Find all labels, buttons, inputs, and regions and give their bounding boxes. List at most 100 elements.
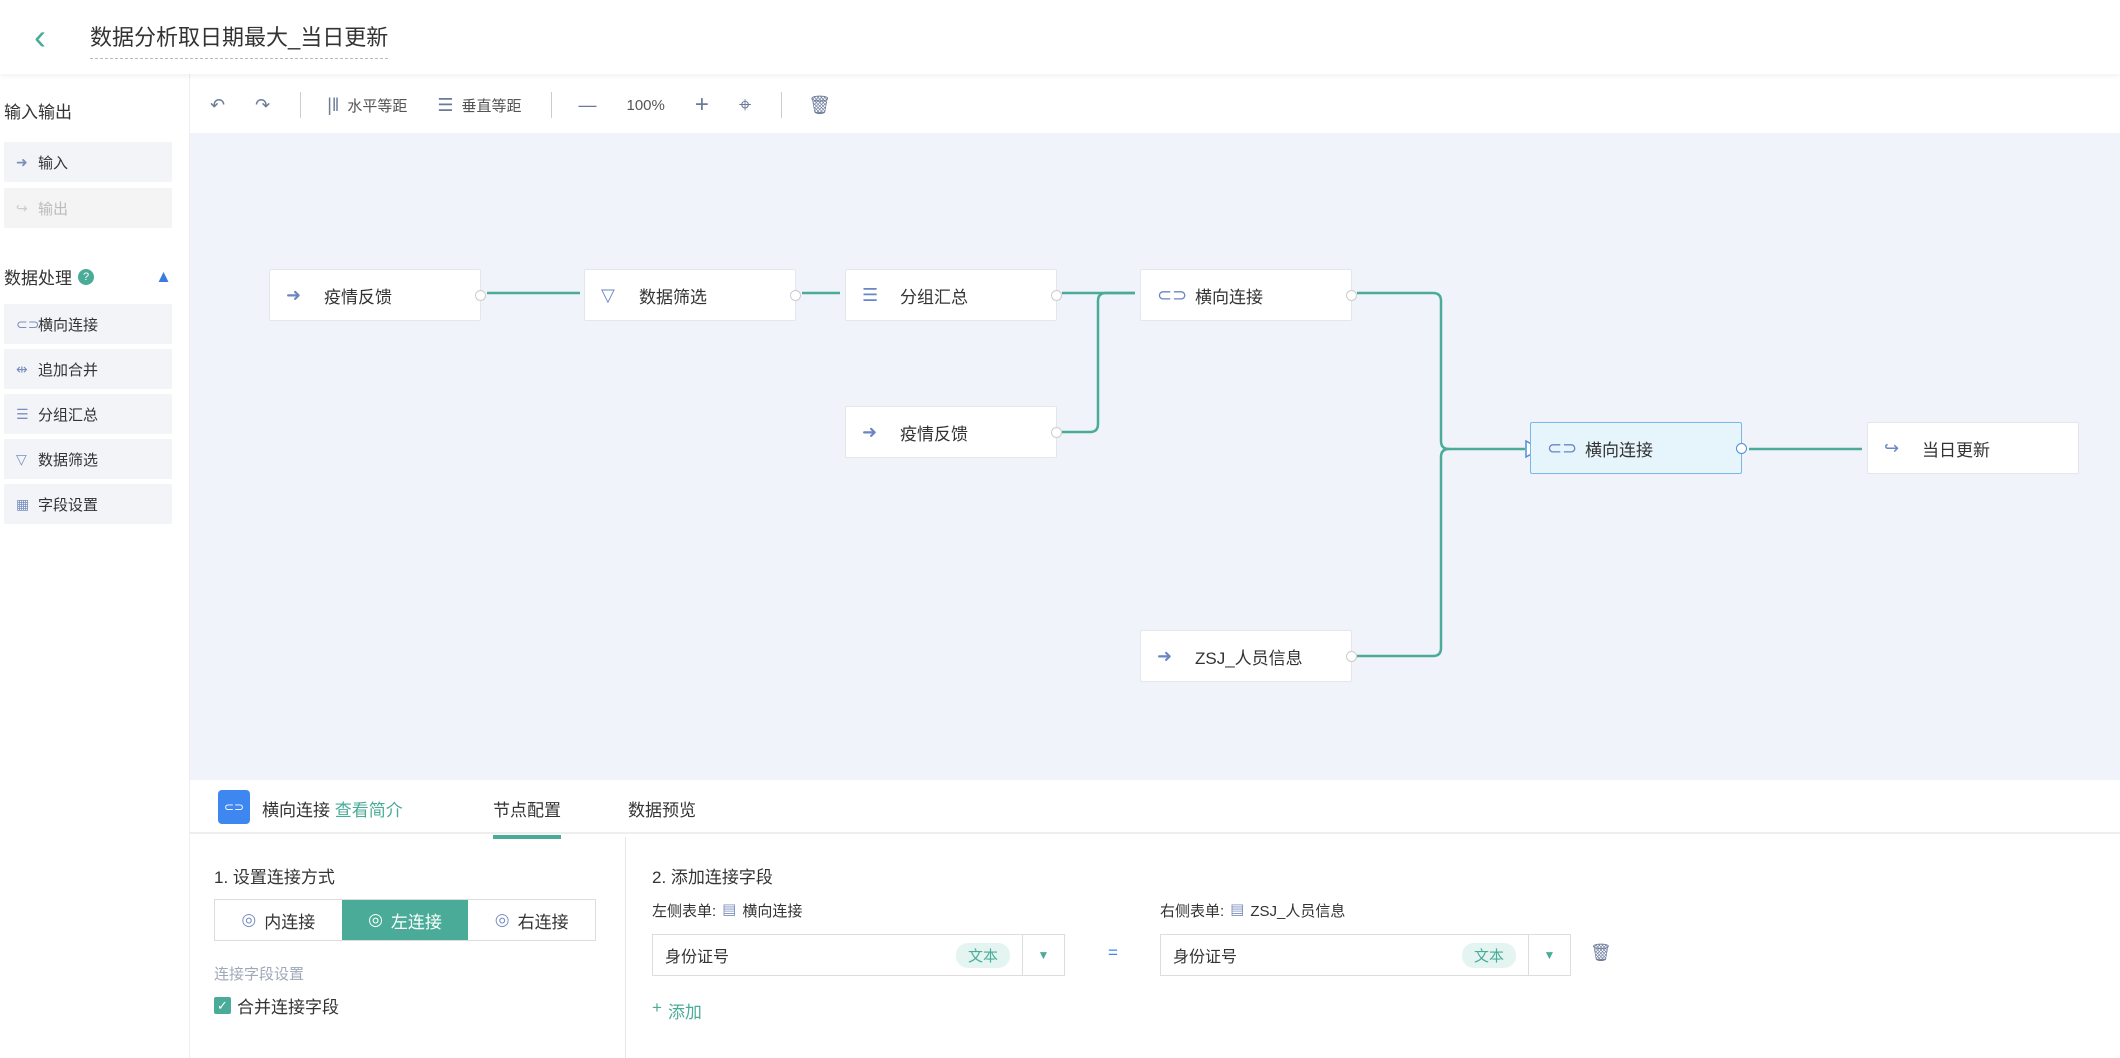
v-equal-button[interactable]: ☰垂直等距 <box>437 95 521 116</box>
add-field-button[interactable]: +添加 <box>652 998 702 1023</box>
section-proc-title: 数据处理? ▲ <box>4 264 172 289</box>
edge <box>1357 447 1450 658</box>
input-icon: ➜ <box>1157 645 1173 666</box>
undo-button[interactable]: ↶ <box>210 95 225 116</box>
filter-icon: ▽ <box>601 284 615 305</box>
type-badge: 文本 <box>1461 942 1516 968</box>
undo-icon: ↶ <box>210 94 226 115</box>
node-epidemic-feedback[interactable]: ➜疫情反馈 <box>269 269 486 321</box>
left-join-button[interactable]: ◎左连接 <box>341 900 469 940</box>
output-port[interactable] <box>790 290 801 301</box>
join-type-selector: ◎内连接 ◎左连接 ◎ 右连接 <box>214 899 596 941</box>
warning-icon[interactable]: ▲ <box>155 266 172 286</box>
left-table-name: 横向连接 <box>742 903 803 920</box>
label: 内连接 <box>264 912 316 932</box>
section1-title: 1. 设置连接方式 <box>214 868 335 887</box>
page-title[interactable]: 数据分析取日期最大_当日更新 <box>90 20 389 59</box>
input-icon: ➜ <box>16 153 28 170</box>
link-icon: ⊂⊃ <box>1547 437 1578 458</box>
label: 数据筛选 <box>639 287 707 307</box>
sidebar-item-filter[interactable]: ▽数据筛选 <box>4 439 172 479</box>
crosshair-icon: ⌖ <box>738 92 752 117</box>
inner-join-button[interactable]: ◎内连接 <box>215 900 342 940</box>
node-name: 横向连接 <box>262 801 330 820</box>
right-table-label: 右侧表单:▤ZSJ_人员信息 <box>1160 900 1345 921</box>
document-icon: ▤ <box>722 901 737 918</box>
sidebar-item-join[interactable]: ⊂⊃横向连接 <box>4 304 172 344</box>
v-distribute-icon: ☰ <box>437 94 454 115</box>
output-port[interactable] <box>1736 443 1747 454</box>
node-filter[interactable]: ▽ 数据筛选 <box>584 269 801 321</box>
trash-icon[interactable]: 🗑 <box>1590 943 1612 962</box>
node-output[interactable]: ↪当日更新 <box>1867 422 2079 474</box>
left-table-label: 左侧表单: ▤ 横向连接 <box>652 900 802 921</box>
node-join-2[interactable]: ⊂⊃横向连接 <box>1530 422 1747 474</box>
sidebar-item-output[interactable]: ↪输出 <box>4 188 172 228</box>
label: 右侧表单: <box>1160 903 1225 920</box>
output-port[interactable] <box>1051 290 1062 301</box>
node-group[interactable]: ☰分组汇总 <box>845 269 1062 321</box>
label: 横向连接 <box>1195 287 1263 307</box>
delete-button[interactable]: 🗑 <box>808 95 831 116</box>
locate-button[interactable]: ⌖ <box>739 92 751 118</box>
output-port[interactable] <box>475 290 486 301</box>
output-port[interactable] <box>1346 651 1357 662</box>
document-icon: ▤ <box>1230 901 1245 918</box>
left-field-select[interactable]: 身份证号文本▼ <box>652 934 1065 976</box>
minus-icon: — <box>578 94 597 115</box>
sidebar-item-input[interactable]: ➜ 输入 <box>4 142 172 182</box>
label: 左连接 <box>390 912 442 932</box>
sidebar: 输入输出 ➜输入 ↪输出 数据处理?▲ ⊂⊃横向连接 ⇹追加合并 ☰分组汇总 ▽… <box>0 74 190 1058</box>
node-person-info[interactable]: ➜ZSJ_人员信息 <box>1140 630 1357 682</box>
sidebar-item-append[interactable]: ⇹追加合并 <box>4 349 172 389</box>
link-icon: ⊂⊃ <box>16 315 40 332</box>
label: 水平等距 <box>347 97 408 115</box>
output-port[interactable] <box>1051 427 1062 438</box>
value: 身份证号 <box>1173 949 1238 966</box>
tab-data-preview[interactable]: 数据预览 <box>628 801 696 820</box>
flow-canvas[interactable]: ➜疫情反馈 ▽数据筛选 ☰分组汇总 ⊂⊃横向连接 ➜疫情反馈 ⊂⊃横向连接 ↪当… <box>190 133 2120 780</box>
label: 右连接 <box>517 912 569 932</box>
config-panel: ⊂⊃ 横向连接 查看简介 节点配置 数据预览 1. 设置连接方式 ◎内连接 ◎左… <box>190 780 2120 1058</box>
label: 追加合并 <box>38 361 99 379</box>
node-join-1[interactable]: ⊂⊃横向连接 <box>1140 269 1357 321</box>
help-icon[interactable]: ? <box>78 268 94 285</box>
merge-fields-checkbox[interactable]: ✓合并连接字段 <box>214 993 339 1018</box>
caret-down-icon[interactable]: ▼ <box>1528 935 1570 975</box>
redo-button[interactable]: ↷ <box>255 95 270 116</box>
label: 左侧表单: <box>652 903 717 920</box>
sidebar-item-group[interactable]: ☰分组汇总 <box>4 394 172 434</box>
h-distribute-icon: |‖ <box>327 94 340 115</box>
plus-icon: + <box>652 998 662 1017</box>
check-icon: ✓ <box>214 997 231 1014</box>
right-join-button[interactable]: ◎ 右连接 <box>468 900 595 940</box>
panel-tabs: ⊂⊃ 横向连接 查看简介 节点配置 数据预览 <box>190 780 2120 839</box>
equals-sign: = <box>1108 943 1118 962</box>
output-icon: ↪ <box>16 199 28 216</box>
input-icon: ➜ <box>286 284 302 305</box>
zoom-in-button[interactable]: + <box>695 91 709 119</box>
list-icon: ☰ <box>16 405 29 422</box>
right-join-icon: ◎ <box>494 910 510 929</box>
node-type: 横向连接 查看简介 <box>262 796 403 821</box>
plus-icon: + <box>694 91 709 118</box>
h-equal-button[interactable]: |‖ 水平等距 <box>327 95 407 116</box>
output-icon: ↪ <box>1884 437 1900 458</box>
filter-icon: ▽ <box>16 450 27 467</box>
node-epidemic-feedback-2[interactable]: ➜疫情反馈 <box>845 406 1062 458</box>
zoom-level: 100% <box>626 96 665 114</box>
caret-down-icon[interactable]: ▼ <box>1022 935 1064 975</box>
intro-link[interactable]: 查看简介 <box>334 801 403 820</box>
back-icon[interactable]: ‹ <box>34 16 46 57</box>
field-settings-label: 连接字段设置 <box>214 966 305 983</box>
label: 输入 <box>38 154 69 172</box>
output-port[interactable] <box>1346 290 1357 301</box>
right-field-select[interactable]: 身份证号 文本 ▼ <box>1160 934 1571 976</box>
tab-node-config[interactable]: 节点配置 <box>493 796 561 839</box>
sidebar-item-fields[interactable]: ▦字段设置 <box>4 484 172 524</box>
input-icon: ➜ <box>862 421 878 442</box>
divider <box>781 92 783 118</box>
divider <box>551 92 553 118</box>
label: 数据处理 <box>4 269 72 288</box>
zoom-out-button[interactable]: — <box>578 95 596 116</box>
